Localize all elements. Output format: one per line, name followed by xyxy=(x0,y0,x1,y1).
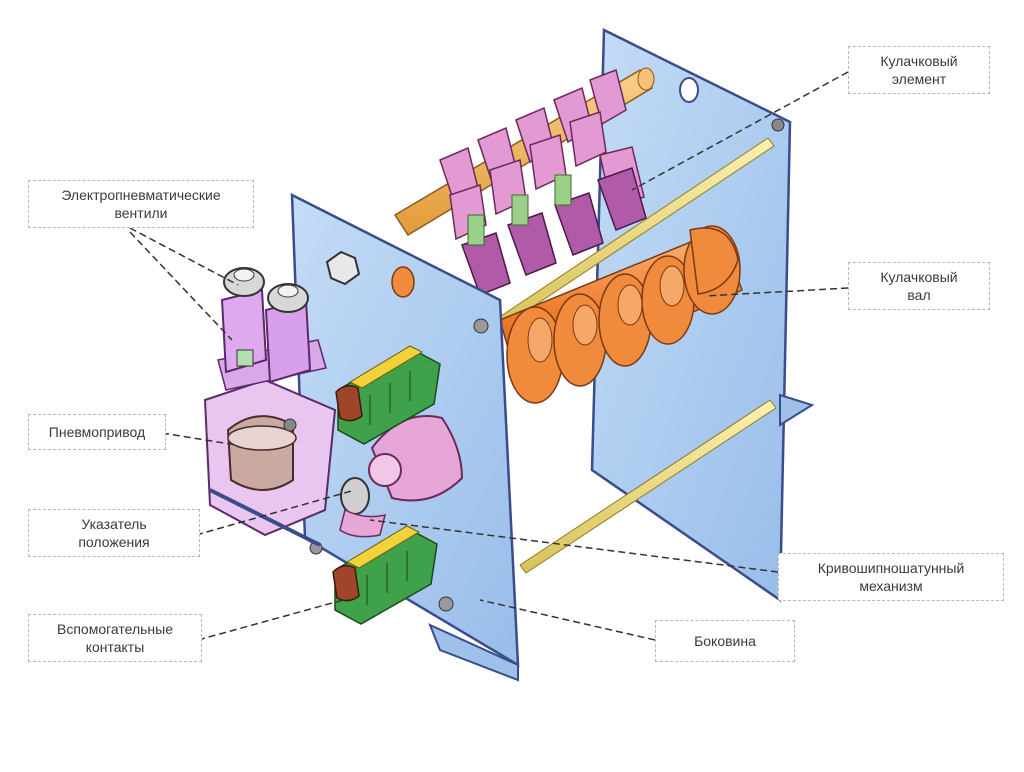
valves-part xyxy=(220,267,312,384)
callout-pneumatic-drive-line1: Пневмопривод xyxy=(48,424,146,440)
callout-crank-line2: механизм xyxy=(859,578,923,594)
leader-cam-element xyxy=(631,71,849,191)
callout-crank-mechanism: Кривошипношатунный механизм xyxy=(778,553,1004,601)
upper-contact-block xyxy=(335,345,441,445)
crank-mechanism-part xyxy=(339,415,464,538)
callout-cam-shaft-line1: Кулачковый xyxy=(880,269,958,285)
leader-valves-1 xyxy=(129,227,239,286)
callout-electropneumatic-valves: Электропневматические вентили xyxy=(28,180,254,228)
callout-valves-line1: Электропневматические xyxy=(61,187,221,203)
callout-cam-shaft: Кулачковый вал xyxy=(848,262,990,310)
callout-cam-shaft-line2: вал xyxy=(907,287,931,303)
callout-cam-element-line1: Кулачковый xyxy=(880,53,958,69)
callout-cam-element-line2: элемент xyxy=(891,71,947,87)
callout-side-panel: Боковина xyxy=(655,620,795,662)
leader-position-indicator xyxy=(195,489,356,536)
leader-crank xyxy=(369,519,779,573)
leader-side-panel xyxy=(479,599,656,641)
callout-auxiliary-line1: Вспомогательные xyxy=(56,621,173,637)
cam-shaft xyxy=(499,225,743,404)
callout-position-indicator-line1: Указатель xyxy=(81,516,147,532)
callout-crank-line1: Кривошипношатунный xyxy=(817,560,965,576)
callout-auxiliary-contacts: Вспомогательные контакты xyxy=(28,614,202,662)
callout-position-indicator: Указатель положения xyxy=(28,509,200,557)
cam-elements xyxy=(439,68,647,296)
callout-auxiliary-line2: контакты xyxy=(85,639,145,655)
leader-lines xyxy=(129,71,849,641)
leader-valves-2 xyxy=(129,231,233,341)
lower-rod xyxy=(519,399,777,574)
callout-pneumatic-drive: Пневмопривод xyxy=(28,414,166,450)
callout-position-indicator-line2: положения xyxy=(78,534,150,550)
callout-valves-line2: вентили xyxy=(114,205,168,221)
callout-side-panel-line1: Боковина xyxy=(694,633,756,649)
callout-cam-element: Кулачковый элемент xyxy=(848,46,990,94)
leader-cam-shaft xyxy=(704,287,849,297)
leader-pneumatic-drive xyxy=(161,432,237,446)
leader-auxiliary xyxy=(197,599,344,641)
pneumatic-drive-part xyxy=(203,339,337,547)
